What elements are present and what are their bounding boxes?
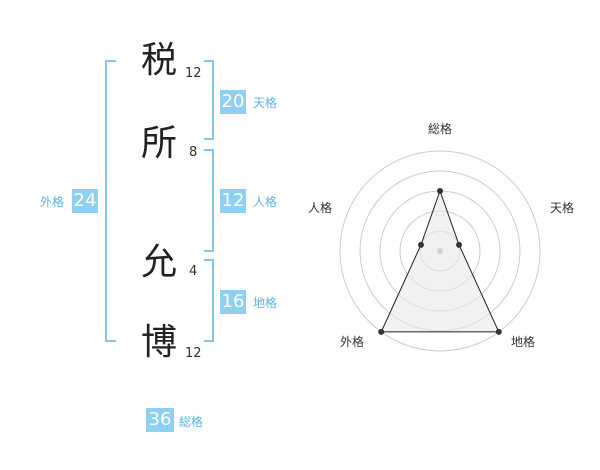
tenkaku-value: 20 <box>220 90 246 114</box>
stroke-count-3: 4 <box>189 264 198 279</box>
stroke-count-1: 12 <box>185 66 202 81</box>
gaikaku-bracket <box>105 60 116 342</box>
name-char-3: 允 <box>141 242 178 283</box>
radar-point <box>456 241 463 248</box>
jinkaku-label: 人格 <box>253 195 278 209</box>
chikaku-label: 地格 <box>253 296 278 310</box>
gaikaku-value: 24 <box>72 189 98 213</box>
radar-label-soukaku: 総格 <box>428 122 453 136</box>
name-char-4: 博 <box>141 322 178 363</box>
name-char-1: 税 <box>141 40 178 81</box>
radar-label-gaikaku: 外格 <box>340 335 365 349</box>
radar-label-jinkaku: 人格 <box>308 201 333 215</box>
radar-point <box>417 241 424 248</box>
chikaku-bracket <box>204 259 214 342</box>
name-char-2: 所 <box>141 123 178 164</box>
jinkaku-bracket <box>204 149 214 252</box>
stroke-count-4: 12 <box>185 346 202 361</box>
chikaku-value: 16 <box>220 290 246 314</box>
radar-center <box>437 248 443 254</box>
radar-label-tenkaku: 天格 <box>550 201 575 215</box>
gaikaku-label: 外格 <box>40 195 65 209</box>
radar-point <box>437 188 443 194</box>
radar-grid-ring <box>339 150 541 352</box>
jinkaku-value: 12 <box>220 189 246 213</box>
radar-label-chikaku: 地格 <box>511 335 536 349</box>
tenkaku-label: 天格 <box>253 96 278 110</box>
stroke-count-2: 8 <box>189 145 198 160</box>
tenkaku-bracket <box>204 60 214 140</box>
soukaku-label: 総格 <box>179 415 204 429</box>
radar-point <box>378 328 385 335</box>
soukaku-value: 36 <box>146 408 174 432</box>
radar-area <box>380 189 500 333</box>
radar-point <box>495 328 502 335</box>
